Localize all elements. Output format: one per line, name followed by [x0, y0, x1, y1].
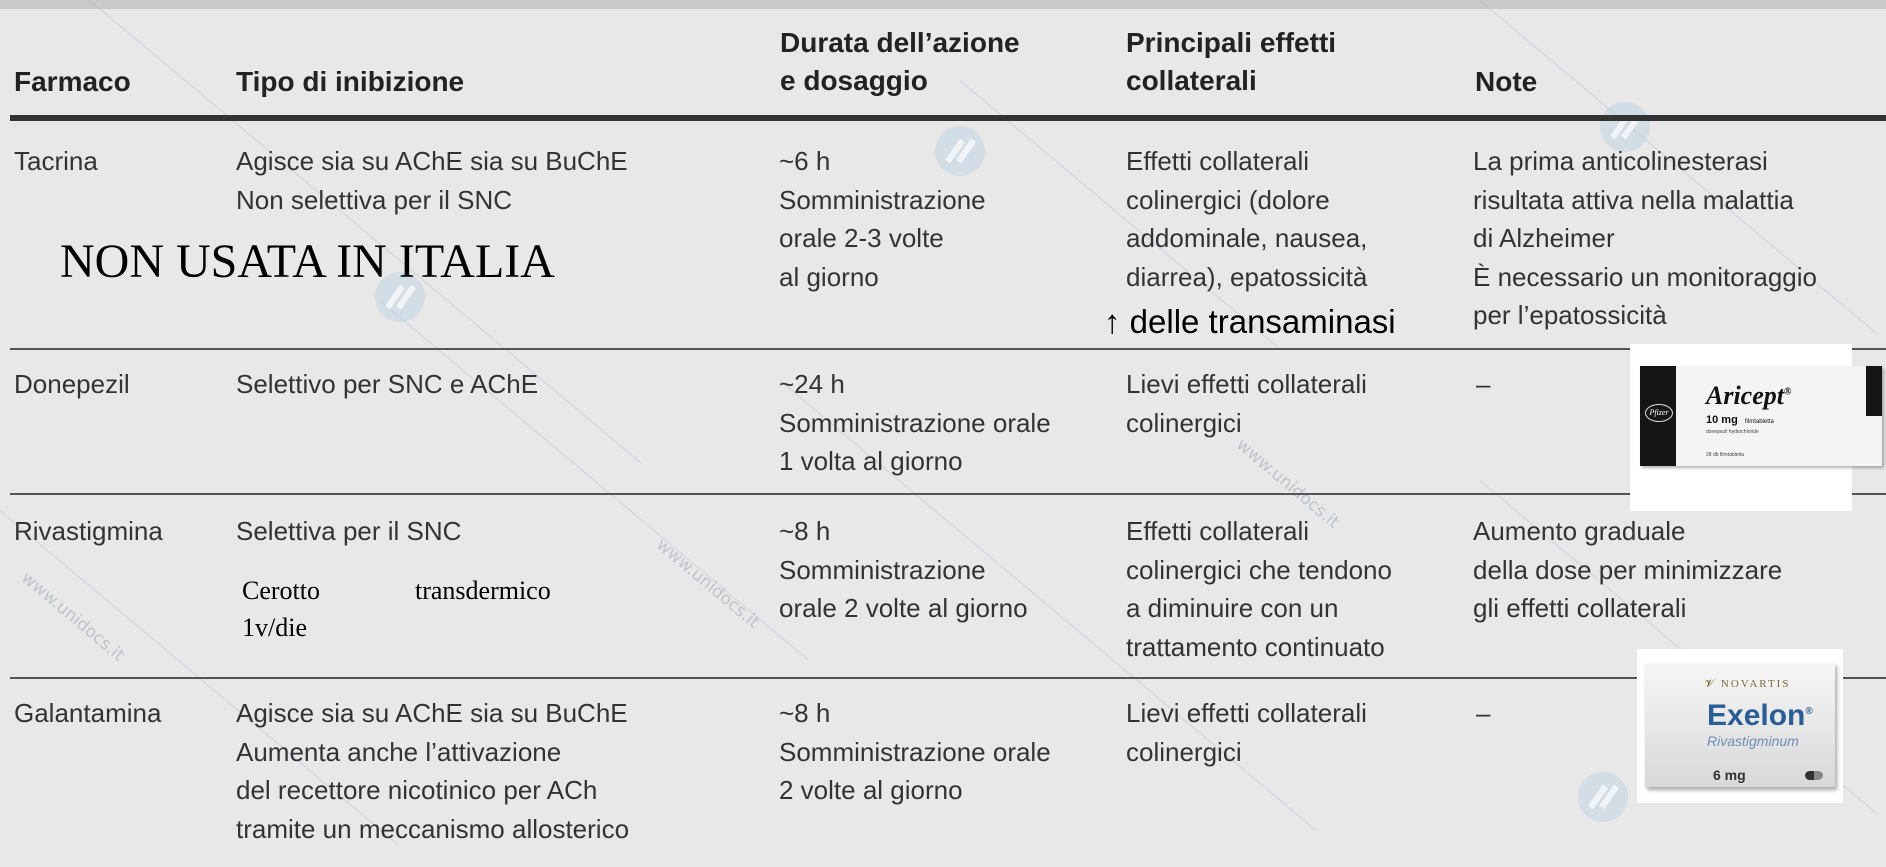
watermark-logo-icon: [1578, 772, 1628, 822]
cell-duration: ~6 h Somministrazione orale 2-3 volte al…: [779, 146, 986, 292]
exelon-generic: Rivastigminum: [1707, 733, 1799, 749]
top-bar: [0, 0, 1886, 9]
cell-notes: Aumento graduale della dose per minimizz…: [1473, 516, 1783, 623]
watermark-logo-icon: [935, 126, 985, 176]
cell-duration: ~24 h Somministrazione orale 1 volta al …: [779, 369, 1051, 476]
aricept-dose: 10 mg filmtabletta: [1706, 414, 1774, 426]
overlay-cerotto-line1: Cerotto transdermico: [242, 572, 551, 609]
cell-drug: Galantamina: [14, 698, 162, 728]
aricept-package-image: Pfizer Aricept® 10 mg filmtabletta donep…: [1630, 344, 1882, 511]
cell-duration: ~8 h Somministrazione orale 2 volte al g…: [779, 516, 1028, 623]
header-durata: Durata dell’azione e dosaggio: [780, 27, 1020, 96]
cell-drug: Donepezil: [14, 369, 130, 399]
cell-drug: Rivastigmina: [14, 516, 163, 546]
row-divider: [10, 677, 1886, 679]
header-effetti: Principali effetti collaterali: [1126, 27, 1337, 96]
exelon-box: 𝓥 NOVARTIS Exelon® Rivastigminum 6 mg: [1645, 663, 1835, 787]
cell-drug: Tacrina: [14, 146, 98, 176]
watermark-logo-icon: [1600, 102, 1650, 152]
cell-effects: Effetti collaterali colinergici che tend…: [1126, 516, 1392, 662]
cell-effects: Effetti collaterali colinergici (dolore …: [1126, 146, 1368, 292]
novartis-logo: 𝓥 NOVARTIS: [1705, 678, 1791, 690]
cell-type: Selettivo per SNC e AChE: [236, 369, 539, 399]
overlay-cerotto-line2: 1v/die: [242, 613, 307, 642]
cerotto-word: Cerotto: [242, 576, 320, 605]
header-farmaco: Farmaco: [14, 66, 131, 97]
exelon-brand: Exelon®: [1707, 699, 1813, 732]
overlay-cerotto: Cerotto transdermico 1v/die: [242, 572, 551, 646]
overlay-transaminasi: ↑ delle transaminasi: [1104, 303, 1396, 340]
pfizer-logo: Pfizer: [1645, 404, 1673, 422]
row-divider: [10, 348, 1886, 350]
watermark-logo-icon: [375, 272, 425, 322]
cell-notes: La prima anticolinesterasi risultata att…: [1473, 146, 1817, 330]
cell-type: Selettiva per il SNC: [236, 516, 462, 546]
aricept-box-band: [1866, 366, 1882, 416]
aricept-generic: donepezil hydrochloride: [1706, 429, 1759, 435]
header-tipo-inibizione: Tipo di inibizione: [236, 66, 465, 97]
watermark-text: www.unidocs.it: [17, 568, 129, 666]
header-note: Note: [1475, 66, 1538, 97]
cell-type: Agisce sia su AChE sia su BuChE Non sele…: [236, 146, 628, 215]
cell-effects: Lievi effetti collaterali colinergici: [1126, 698, 1367, 767]
row-divider: [10, 493, 1886, 495]
aricept-brand: Aricept®: [1706, 381, 1792, 410]
header-rule: [10, 115, 1886, 121]
cell-notes: –: [1476, 698, 1491, 728]
overlay-non-usata: NON USATA IN ITALIA: [60, 235, 555, 288]
aricept-box: Pfizer Aricept® 10 mg filmtabletta donep…: [1640, 366, 1882, 466]
cell-duration: ~8 h Somministrazione orale 2 volte al g…: [779, 698, 1051, 805]
cell-effects: Lievi effetti collaterali colinergici: [1126, 369, 1367, 438]
cell-type: Agisce sia su AChE sia su BuChE Aumenta …: [236, 698, 630, 844]
cell-notes: –: [1476, 369, 1491, 399]
transdermico-word: transdermico: [415, 576, 551, 605]
watermark-text: www.unidocs.it: [652, 535, 764, 633]
exelon-package-image: 𝓥 NOVARTIS Exelon® Rivastigminum 6 mg: [1637, 649, 1843, 803]
exelon-dose: 6 mg: [1713, 767, 1746, 783]
aricept-count: 28 db filmtabletta: [1706, 452, 1745, 458]
novartis-icon: 𝓥: [1705, 678, 1717, 690]
capsule-icon: [1805, 771, 1823, 780]
